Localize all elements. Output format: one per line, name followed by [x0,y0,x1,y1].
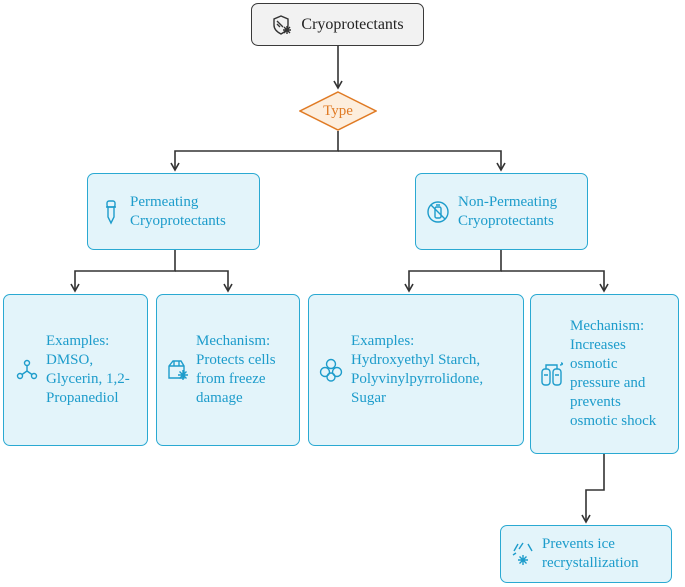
molecule-icon [16,359,38,381]
non-permeating-node: Non-Permeating Cryoprotectants [415,173,588,250]
permeating-mechanism-node: Mechanism: Protects cells from freeze da… [156,294,300,446]
non-permeating-mechanism-node: Mechanism: Increases osmotic pressure an… [530,294,679,454]
no-bottle-icon [426,200,450,224]
edge-nonpermeating-examples [404,250,502,293]
prevents-recrystallization-node: Prevents ice recrystallization [500,525,672,583]
permeating-examples-node: Examples: DMSO, Glycerin, 1,2- Propanedi… [3,294,148,446]
root-node-cryoprotectants: Cryoprotectants [251,3,424,46]
non-permeating-label: Non-Permeating Cryoprotectants [458,193,558,229]
edge-permeating-mechanism [175,270,233,293]
decision-label: Type [323,102,353,119]
root-title: Cryoprotectants [301,16,404,33]
permeating-label: Permeating Cryoprotectants [130,193,226,229]
edge-type-permeating [170,131,339,172]
permeating-node: Permeating Cryoprotectants [87,173,260,250]
edge-type-nonpermeating [338,150,506,172]
cells-icon [319,358,343,382]
edge-mechanism-result [581,454,605,524]
edge-permeating-examples [70,250,176,293]
non-permeating-mechanism-text: Mechanism: Increases osmotic pressure an… [570,318,657,429]
dropper-icon [102,199,120,225]
ice-snowflake-icon [510,541,536,567]
prevents-recrystallization-text: Prevents ice recrystallization [542,536,639,571]
gas-tanks-icon [540,361,564,387]
decision-type: Type [298,91,378,131]
permeating-mechanism-text: Mechanism: Protects cells from freeze da… [196,333,276,406]
box-snowflake-icon [166,358,190,382]
decision-diamond [298,91,378,131]
edge-nonpermeating-mechanism [501,270,609,293]
permeating-examples-text: Examples: DMSO, Glycerin, 1,2- Propanedi… [46,333,130,406]
shield-snowflake-icon [271,14,293,36]
non-permeating-examples-text: Examples: Hydroxyethyl Starch, Polyvinyl… [351,333,484,406]
non-permeating-examples-node: Examples: Hydroxyethyl Starch, Polyvinyl… [308,294,524,446]
